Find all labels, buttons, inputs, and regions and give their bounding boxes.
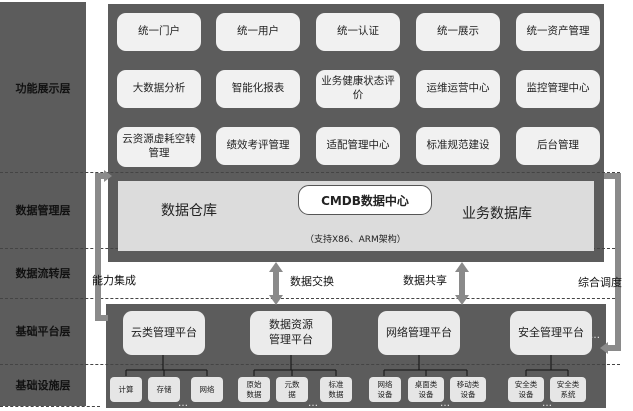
function-ops-center: 运维运营中心 — [416, 70, 500, 108]
function-user: 统一用户 — [216, 13, 300, 51]
platform-cloud: 云类管理平台 — [123, 311, 205, 355]
infra-standard-data: 标准数据 — [320, 377, 352, 402]
function-performance: 绩效考评管理 — [216, 127, 300, 165]
function-portal: 统一门户 — [117, 13, 201, 51]
business-database: 业务数据库 — [462, 206, 532, 222]
infra-ellipsis-3: … — [440, 398, 451, 409]
infra-storage: 存储 — [148, 377, 180, 402]
function-report: 智能化报表 — [216, 70, 300, 108]
layer-data-management: 数据管理层 — [15, 204, 71, 217]
layer-data-flow: 数据流转层 — [15, 267, 71, 280]
infra-mobile-device: 移动类设备 — [450, 377, 486, 402]
flow-data-sharing: 数据共享 — [403, 274, 447, 287]
flow-scheduling: 综合调度 — [578, 276, 622, 289]
right-loop-arrowhead — [600, 342, 608, 354]
function-bigdata: 大数据分析 — [117, 70, 201, 108]
layer-label-column — [0, 2, 86, 406]
platform-network: 网络管理平台 — [378, 311, 460, 355]
function-auth: 统一认证 — [316, 13, 400, 51]
data-warehouse: 数据仓库 — [161, 203, 217, 219]
infra-ellipsis-1: … — [178, 398, 189, 409]
infra-metadata: 元数据 — [276, 377, 308, 402]
infra-network-device: 网络设备 — [369, 377, 401, 402]
platform-ellipsis: … — [590, 330, 601, 341]
layer-function-display: 功能展示层 — [15, 82, 71, 95]
function-asset: 统一资产管理 — [516, 13, 600, 51]
infra-raw-data: 原始数据 — [238, 377, 270, 402]
layer-infrastructure: 基础设施层 — [15, 379, 71, 392]
infra-compute: 计算 — [110, 377, 142, 402]
function-standard: 标准规范建设 — [416, 127, 500, 165]
flow-data-exchange: 数据交换 — [290, 275, 334, 288]
infra-ellipsis-2: … — [308, 398, 319, 409]
infra-desktop-device: 桌面类设备 — [408, 377, 444, 402]
infra-network: 网络 — [191, 377, 223, 402]
platform-data-resource: 数据资源管理平台 — [250, 311, 332, 355]
left-loop-arrowhead — [104, 170, 112, 182]
function-health: 业务健康状态评价 — [316, 70, 400, 108]
architecture-note: （支持X86、ARM架构） — [305, 235, 406, 245]
infra-security-system: 安全类系统 — [550, 377, 586, 402]
flow-capability-integration: 能力集成 — [92, 274, 136, 287]
infra-security-device: 安全类设备 — [508, 377, 544, 402]
cmdb-data-center: CMDB数据中心 — [298, 185, 432, 215]
layer-base-platform: 基础平台层 — [15, 325, 71, 338]
infra-ellipsis-4: … — [542, 398, 553, 409]
function-adapt: 适配管理中心 — [316, 127, 400, 165]
function-monitor: 监控管理中心 — [516, 70, 600, 108]
function-display: 统一展示 — [416, 13, 500, 51]
platform-security: 安全管理平台 — [510, 311, 592, 355]
function-backend: 后台管理 — [516, 127, 600, 165]
function-cloud-waste: 云资源虚耗空转管理 — [117, 127, 201, 167]
